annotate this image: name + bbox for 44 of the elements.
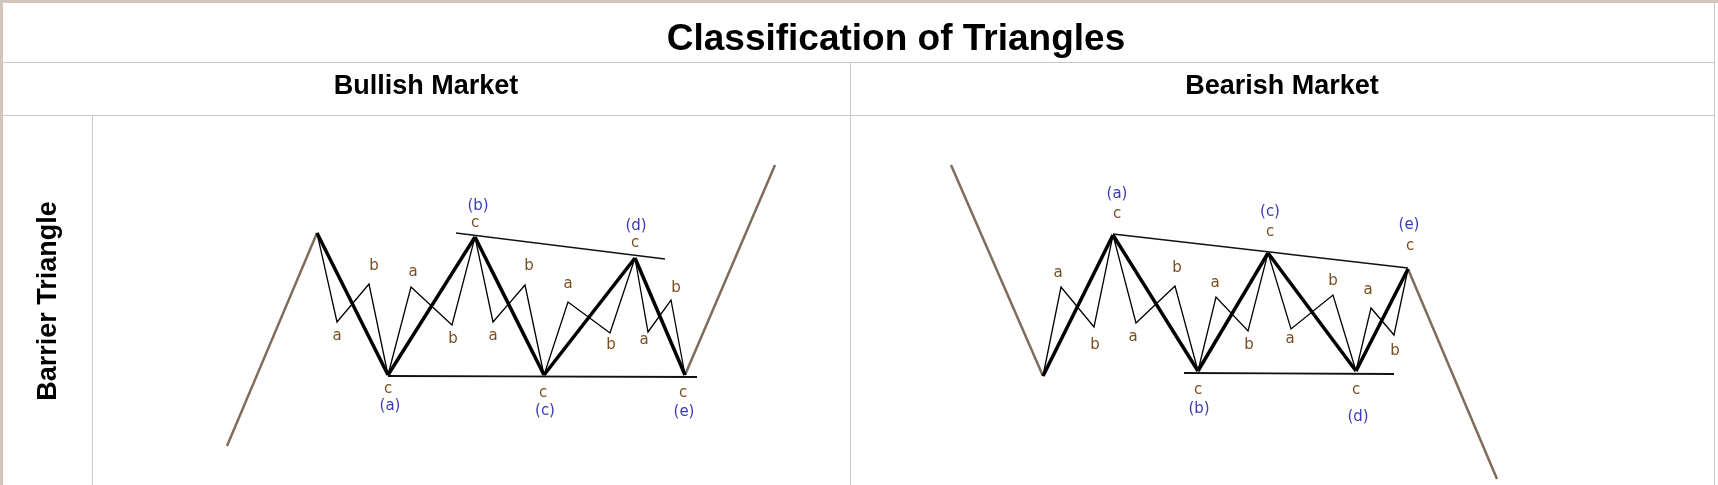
- wave-degree-label: (e): [673, 403, 695, 419]
- wave-label: b: [671, 279, 681, 295]
- row-header: Barrier Triangle: [33, 201, 61, 401]
- wave-label: c: [1112, 205, 1122, 221]
- wave-label: b: [606, 336, 616, 352]
- wave-label: a: [1053, 264, 1063, 280]
- wave-degree-label: (e): [1398, 216, 1420, 232]
- wave-label: a: [1210, 274, 1220, 290]
- wave-label: c: [1265, 223, 1275, 239]
- wave-label: c: [470, 214, 480, 230]
- wave-label: a: [408, 263, 418, 279]
- wave-label: b: [1390, 342, 1400, 358]
- wave-degree-label: (a): [379, 397, 401, 413]
- wave-degree-label: (d): [1347, 408, 1369, 424]
- wave-label: a: [1363, 281, 1373, 297]
- wave-label: b: [1328, 272, 1338, 288]
- wave-degree-label: (b): [1188, 400, 1210, 416]
- wave-label: c: [538, 384, 548, 400]
- wave-label: a: [488, 327, 498, 343]
- wave-label: a: [1128, 328, 1138, 344]
- wave-label: a: [563, 275, 573, 291]
- wave-label: a: [639, 331, 649, 347]
- wave-label: b: [1090, 336, 1100, 352]
- wave-label: c: [1351, 381, 1361, 397]
- wave-label: b: [369, 257, 379, 273]
- wave-label: b: [524, 257, 534, 273]
- wave-degree-label: (b): [467, 197, 489, 213]
- column-header: Bullish Market: [333, 71, 519, 99]
- wave-label: c: [383, 380, 393, 396]
- wave-label: c: [1405, 237, 1415, 253]
- wave-label: c: [678, 384, 688, 400]
- wave-label: a: [332, 327, 342, 343]
- wave-degree-label: (c): [535, 402, 555, 418]
- wave-label: b: [1244, 336, 1254, 352]
- wave-label: c: [630, 234, 640, 250]
- wave-label: b: [1172, 259, 1182, 275]
- table-title: Classification of Triangles: [666, 18, 1126, 56]
- wave-degree-label: (a): [1106, 185, 1128, 201]
- wave-label: a: [1285, 330, 1295, 346]
- column-header: Bearish Market: [1185, 71, 1379, 99]
- wave-degree-label: (c): [1260, 203, 1280, 219]
- wave-label: b: [448, 330, 458, 346]
- wave-label: c: [1193, 381, 1203, 397]
- wave-degree-label: (d): [625, 217, 647, 233]
